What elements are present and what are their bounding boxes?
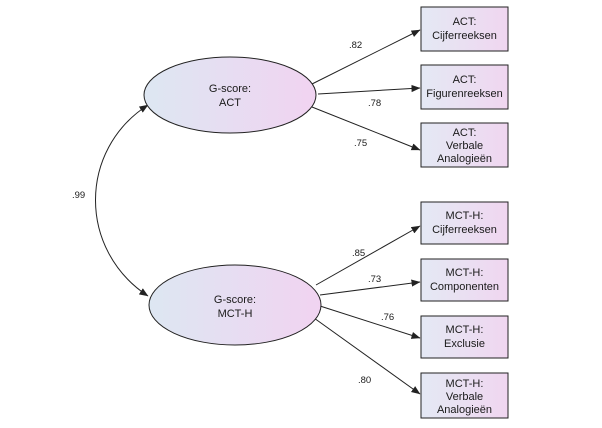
correlation-arrow: [95, 104, 149, 297]
coef-mcth-comp: .73: [368, 274, 381, 285]
indicator-act-figuren: ACT: Figurenreeksen: [420, 64, 509, 110]
indicator-mcth-cijfer: MCT-H: Cijferreeksen: [420, 201, 509, 245]
indicator-mcth-excl: MCT-H: Exclusie: [420, 315, 509, 359]
coef-mcth-cijfer: .85: [352, 248, 365, 259]
path-mcth-excl: [319, 305, 421, 339]
indicator-mcth-cijfer-line-1: MCT-H:: [446, 210, 484, 222]
path-act-cijfer: [311, 29, 421, 85]
latent-act-line-1: G-score:: [209, 83, 251, 95]
coef-mcth-verbaal: .80: [358, 375, 371, 386]
indicator-mcth-excl-line-1: MCT-H:: [446, 324, 484, 336]
indicator-mcth-verbaal: MCT-H: Verbale Analogieën: [420, 372, 509, 419]
indicator-mcth-comp-line-1: MCT-H:: [446, 267, 484, 279]
indicator-mcth-excl-line-2: Exclusie: [444, 338, 485, 350]
indicator-act-cijfer: ACT: Cijferreeksen: [420, 6, 509, 52]
coef-act-figuren: .78: [368, 98, 381, 109]
indicator-mcth-verbaal-line-2: Verbale: [446, 391, 483, 403]
indicator-act-verbaal: ACT: Verbale Analogieën: [420, 122, 509, 168]
path-act-verbaal: [311, 106, 421, 151]
path-mcth-comp: [319, 279, 421, 296]
path-mcth-verbaal: [313, 317, 421, 395]
coef-mcth-excl: .76: [381, 312, 394, 323]
indicator-mcth-verbaal-line-3: Analogieën: [437, 404, 492, 416]
indicator-mcth-verbaal-line-1: MCT-H:: [446, 378, 484, 390]
loading-paths: [311, 29, 421, 395]
indicator-act-verbaal-line-3: Analogieën: [437, 153, 492, 165]
coef-act-verbaal: .75: [354, 138, 367, 149]
latent-mcth-line-2: MCT-H: [218, 308, 253, 320]
coef-act-cijfer: .82: [349, 40, 362, 51]
path-mcth-cijfer: [315, 225, 421, 286]
indicator-act-verbaal-line-1: ACT:: [453, 127, 477, 139]
indicator-act-cijfer-line-2: Cijferreeksen: [432, 30, 497, 42]
indicator-act-figuren-line-2: Figurenreeksen: [426, 88, 502, 100]
indicator-mcth-comp: MCT-H: Componenten: [420, 258, 509, 302]
indicator-mcth-cijfer-line-2: Cijferreeksen: [432, 224, 497, 236]
path-act-figuren: [317, 84, 421, 95]
latent-act-line-2: ACT: [219, 97, 241, 109]
indicator-act-verbaal-line-2: Verbale: [446, 140, 483, 152]
correlation-label: .99: [72, 190, 85, 201]
indicator-act-cijfer-line-1: ACT:: [453, 16, 477, 28]
latent-mcth: G-score: MCT-H: [148, 264, 322, 346]
latent-mcth-line-1: G-score:: [214, 294, 256, 306]
indicator-mcth-comp-line-2: Componenten: [430, 281, 499, 293]
latent-act: G-score: ACT: [143, 56, 317, 134]
indicator-act-figuren-line-1: ACT:: [453, 74, 477, 86]
